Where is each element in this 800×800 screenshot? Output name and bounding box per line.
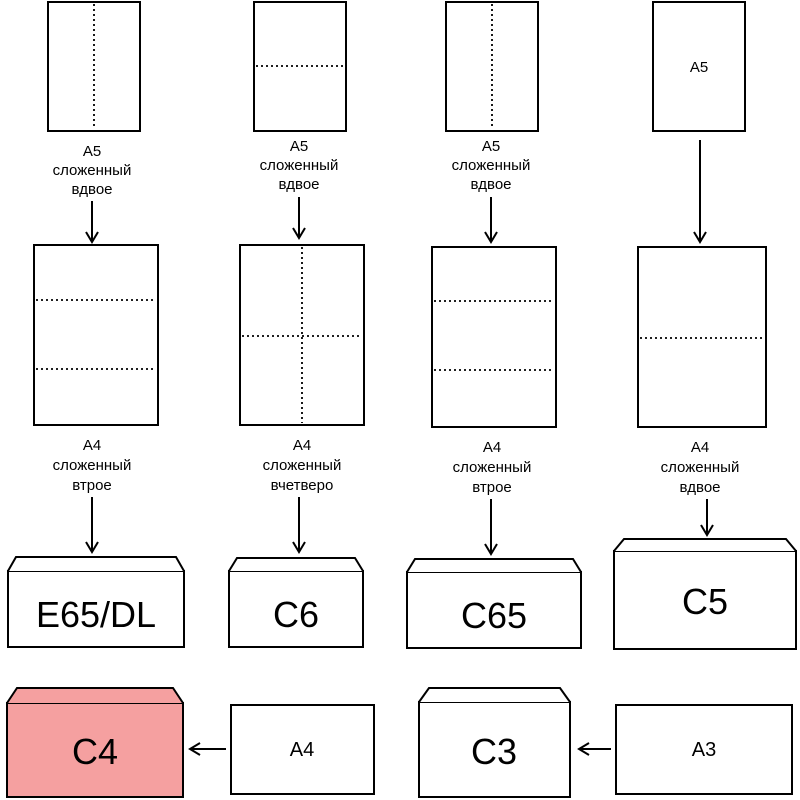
envelope-c3: C3 xyxy=(418,687,571,798)
sheet-label: A4 xyxy=(83,437,101,454)
fold-label-line-1: сложенный xyxy=(453,459,532,476)
sheet-label: A3 xyxy=(692,739,716,761)
fold-label-line-2: втрое xyxy=(72,477,112,494)
sheet-label: A5 xyxy=(690,59,708,76)
a5-sheet-horizontal-fold xyxy=(253,1,347,132)
fold-label-line-1: сложенный xyxy=(53,457,132,474)
arrow-down-icon xyxy=(484,499,498,556)
envelope-label: C65 xyxy=(461,595,527,636)
fold-label-line-2: вдвое xyxy=(679,479,720,496)
arrow-down-icon xyxy=(693,140,707,244)
a5-sheet xyxy=(652,1,746,132)
envelope-label: C3 xyxy=(471,731,517,772)
fold-label-line-2: вчетверо xyxy=(271,477,334,494)
envelope-label: C6 xyxy=(273,594,319,635)
a4-sheet-tri-fold xyxy=(431,246,557,428)
fold-label-line-2: втрое xyxy=(472,479,512,496)
arrow-down-icon xyxy=(700,499,714,537)
fold-label-line-1: сложенный xyxy=(260,157,339,174)
a5-sheet-vertical-fold xyxy=(445,1,539,132)
fold-label-line-1: сложенный xyxy=(53,162,132,179)
sheet-label: A5 xyxy=(83,143,101,160)
a4-sheet-flat xyxy=(230,704,375,795)
envelope-c5: C5 xyxy=(613,538,797,650)
fold-label-line-2: вдвое xyxy=(470,176,511,193)
arrow-down-icon xyxy=(85,201,99,244)
fold-label-line-2: вдвое xyxy=(71,181,112,198)
column-4: A5 A4 сложенный вдвое C5 xyxy=(613,1,797,650)
a4-sheet-half-fold xyxy=(637,246,767,428)
column-1: A5 сложенный вдвое A4 сложенный втрое E6… xyxy=(7,1,185,648)
arrow-down-icon xyxy=(292,197,306,240)
sheet-label: A5 xyxy=(482,138,500,155)
sheet-label: A4 xyxy=(691,439,709,456)
fold-label-line-1: сложенный xyxy=(661,459,740,476)
arrow-down-icon xyxy=(484,197,498,244)
a5-sheet-vertical-fold xyxy=(47,1,141,132)
envelope-c6: C6 xyxy=(228,557,364,648)
arrow-left-icon xyxy=(188,742,226,756)
arrow-down-icon xyxy=(85,497,99,554)
column-3: A5 сложенный вдвое A4 сложенный втрое C6… xyxy=(406,1,582,649)
fold-label-line-2: вдвое xyxy=(278,176,319,193)
a4-sheet-quarter-fold xyxy=(239,244,365,426)
sheet-label: A4 xyxy=(293,437,311,454)
a3-sheet-flat xyxy=(615,704,793,795)
envelope-e65-dl: E65/DL xyxy=(7,556,185,648)
arrow-down-icon xyxy=(292,497,306,554)
fold-label-line-1: сложенный xyxy=(452,157,531,174)
column-2: A5 сложенный вдвое A4 сложенный вчетверо… xyxy=(228,1,365,648)
bottom-row-c3: C3 A3 xyxy=(418,687,793,798)
envelope-label: C5 xyxy=(682,581,728,622)
sheet-label: A4 xyxy=(483,439,501,456)
envelope-c65: C65 xyxy=(406,558,582,649)
envelope-label: E65/DL xyxy=(36,594,156,635)
a4-sheet-tri-fold xyxy=(33,244,159,426)
sheet-label: A5 xyxy=(290,138,308,155)
envelope-label: C4 xyxy=(72,731,118,772)
arrow-left-icon xyxy=(577,742,611,756)
bottom-row-c4: C4 A4 xyxy=(6,687,375,798)
envelope-c4-highlighted: C4 xyxy=(6,687,184,798)
sheet-label: A4 xyxy=(290,739,314,761)
fold-label-line-1: сложенный xyxy=(263,457,342,474)
